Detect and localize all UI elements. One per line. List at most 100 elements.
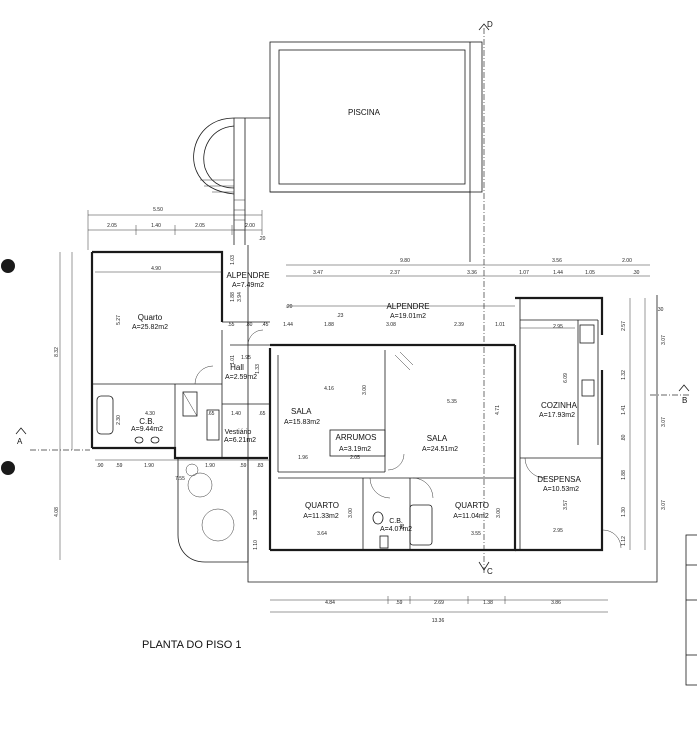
room-labels: ALPENDRE A=7.49m2 ALPENDRE A=19.01m2 Qua… bbox=[131, 271, 582, 533]
dim-label: 2.95 bbox=[553, 528, 563, 534]
dim-label: 3.07 bbox=[661, 335, 667, 345]
dim-label: 1.30 bbox=[621, 507, 627, 517]
room-name-alpendre-small: ALPENDRE bbox=[226, 271, 269, 280]
binding-hole-top bbox=[1, 259, 15, 273]
room-name-cozinha: COZINHA bbox=[541, 401, 578, 410]
dim-label: 1.40 bbox=[151, 223, 161, 229]
dim-label: 3.94 bbox=[237, 292, 243, 302]
room-name-arrumos: ARRUMOS bbox=[336, 433, 377, 442]
dim-label: .80 bbox=[246, 322, 253, 328]
room-area-quarto-main: A=25.82m2 bbox=[132, 324, 168, 331]
dim-label: 3.07 bbox=[661, 500, 667, 510]
dim-label: 1.07 bbox=[519, 270, 529, 276]
dim-label: 5.35 bbox=[447, 399, 457, 405]
dim-label: .90 bbox=[97, 463, 104, 469]
garden-bed bbox=[177, 457, 249, 563]
dim-label: 1.88 bbox=[324, 322, 334, 328]
dim-label: 3.47 bbox=[313, 270, 323, 276]
dim-label: 1.88 bbox=[230, 292, 236, 302]
dim-label: 1.01 bbox=[495, 322, 505, 328]
dim-label: 4.90 bbox=[151, 266, 161, 272]
room-area-hall: A=2.59m2 bbox=[225, 374, 257, 381]
dim-label: 1.38 bbox=[253, 510, 259, 520]
dim-label: .20 bbox=[259, 236, 266, 242]
dim-label: .30 bbox=[657, 307, 664, 313]
dim-label: .65 bbox=[259, 411, 266, 417]
dim-label: 2.05 bbox=[350, 455, 360, 461]
room-area-cozinha: A=17.93m2 bbox=[539, 412, 575, 419]
room-name-vestiario: Vestiário bbox=[225, 429, 252, 436]
dim-label: .59 bbox=[240, 463, 247, 469]
dim-label: 1.44 bbox=[553, 270, 563, 276]
dim-label: 1.10 bbox=[253, 540, 259, 550]
dim-label: 4.08 bbox=[54, 507, 60, 517]
dim-label: 3.08 bbox=[386, 322, 396, 328]
dim-label: 3.64 bbox=[317, 531, 327, 537]
dim-label: 1.05 bbox=[585, 270, 595, 276]
dim-label: 2.57 bbox=[621, 321, 627, 331]
room-name-sala1: SALA bbox=[291, 407, 312, 416]
section-mark-a: A bbox=[17, 437, 23, 446]
dim-label: 2.00 bbox=[622, 258, 632, 264]
dim-label: 2.30 bbox=[116, 415, 122, 425]
dim-label: 1.90 bbox=[144, 463, 154, 469]
dim-label: .55 bbox=[228, 322, 235, 328]
dim-label: 3.56 bbox=[552, 258, 562, 264]
dim-label: .80 bbox=[621, 434, 627, 441]
dim-label: 1.41 bbox=[621, 405, 627, 415]
dim-label: 3.36 bbox=[467, 270, 477, 276]
room-area-sala1: A=15.83m2 bbox=[284, 419, 320, 426]
sanitary-fixtures bbox=[96, 324, 595, 549]
dim-label: 13.36 bbox=[432, 618, 445, 624]
dim-label: 5.50 bbox=[153, 207, 163, 213]
dim-label: 2.95 bbox=[553, 324, 563, 330]
dim-label: 1.38 bbox=[483, 600, 493, 606]
drawing-title: PLANTA DO PISO 1 bbox=[142, 639, 241, 651]
dim-label: 1.40 bbox=[231, 411, 241, 417]
room-name-despensa: DESPENSA bbox=[537, 475, 581, 484]
section-mark-c: C bbox=[487, 567, 493, 576]
room-name-cb2: C.B. bbox=[389, 518, 403, 525]
room-area-despensa: A=10.53m2 bbox=[543, 486, 579, 493]
room-name-hall: Hall bbox=[230, 363, 244, 372]
dim-label: .83 bbox=[257, 463, 264, 469]
dim-label: .88 bbox=[400, 523, 406, 530]
dim-label: 4.16 bbox=[324, 386, 334, 392]
dim-label: 2.00 bbox=[245, 223, 255, 229]
dimension-lines bbox=[59, 210, 650, 613]
room-name-quarto2: QUARTO bbox=[305, 501, 339, 510]
dim-label: 1.95 bbox=[241, 355, 251, 361]
dim-label: .30 bbox=[633, 270, 640, 276]
dim-label: 4.71 bbox=[495, 405, 501, 415]
room-area-quarto2: A=11.33m2 bbox=[303, 513, 339, 520]
room-area-arrumos: A=3.19m2 bbox=[339, 446, 371, 453]
dim-label: .23 bbox=[337, 313, 344, 319]
dimension-labels: 5.50 2.05 1.40 2.05 2.00 9.80 3.56 2.00 … bbox=[54, 207, 667, 624]
dim-label: 3.00 bbox=[362, 385, 368, 395]
room-area-cb2: A=4.07m2 bbox=[380, 526, 412, 533]
dim-label: 6.09 bbox=[563, 373, 569, 383]
dim-label: 2.05 bbox=[107, 223, 117, 229]
room-area-quarto3: A=11.04m2 bbox=[453, 513, 489, 520]
curved-stair bbox=[193, 117, 270, 245]
dim-label: 1.03 bbox=[230, 255, 236, 265]
dim-label: 4.84 bbox=[325, 600, 335, 606]
title-block-fragment bbox=[685, 534, 697, 686]
room-area-cb1: A=9.44m2 bbox=[131, 426, 163, 433]
room-area-vestiario: A=6.21m2 bbox=[224, 437, 256, 444]
dim-label: 2.39 bbox=[454, 322, 464, 328]
dim-label: 7.55 bbox=[175, 476, 185, 482]
section-mark-b: B bbox=[682, 396, 687, 405]
room-area-sala2: A=24.51m2 bbox=[422, 446, 458, 453]
site-boundary bbox=[247, 245, 658, 583]
dim-label: 3.00 bbox=[496, 508, 502, 518]
dim-label: 3.00 bbox=[348, 508, 354, 518]
dim-label: 2.05 bbox=[195, 223, 205, 229]
pool: PISCINA bbox=[269, 41, 483, 193]
dim-label: .65 bbox=[208, 411, 215, 417]
room-name-cb1: C.B. bbox=[139, 417, 155, 426]
dim-label: 1.01 bbox=[230, 355, 236, 365]
doors bbox=[194, 329, 622, 549]
dim-label: 1.44 bbox=[283, 322, 293, 328]
